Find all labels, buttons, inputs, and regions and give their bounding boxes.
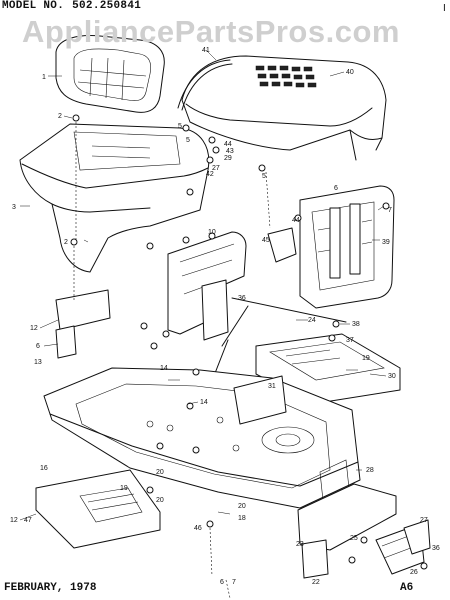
part-label-19: 19 [362, 355, 370, 362]
part-label-20c: 20 [238, 503, 246, 510]
part-label-5b: 5 [186, 137, 190, 144]
part-label-38: 38 [352, 321, 360, 328]
shield-plate-part [233, 375, 287, 425]
side-bracket-part [55, 289, 111, 359]
part-label-39: 39 [382, 239, 390, 246]
part-label-44a: 44 [224, 141, 232, 148]
part-label-36b: 36 [432, 545, 440, 552]
steering-pedestal-part [167, 227, 297, 341]
part-label-13: 13 [34, 359, 42, 366]
part-label-30: 30 [388, 373, 396, 380]
part-label-14b: 14 [200, 399, 208, 406]
part-label-31: 31 [268, 383, 276, 390]
fastener-hardware [70, 114, 428, 570]
part-label-29: 29 [224, 155, 232, 162]
part-label-7: 7 [388, 207, 392, 214]
part-label-36: 36 [238, 295, 246, 302]
footer-date: FEBRUARY, 1978 [4, 582, 97, 594]
front-axle-bracket-part [297, 483, 431, 579]
part-label-24: 24 [308, 317, 316, 324]
footer-page-code: A6 [400, 582, 414, 594]
part-label-20a: 20 [156, 469, 164, 476]
part-label-28: 28 [366, 467, 374, 474]
part-label-5a: 5 [178, 123, 182, 130]
part-label-42: 42 [206, 171, 214, 178]
part-label-7b: 7 [232, 579, 236, 586]
part-label-46: 46 [194, 525, 202, 532]
hood-trim-strip [177, 59, 233, 111]
dash-panel-part [299, 185, 395, 309]
leader-lines [19, 49, 387, 521]
hood-part [181, 55, 387, 161]
part-label-27b: 27 [420, 517, 428, 524]
part-label-14a: 14 [160, 365, 168, 372]
part-label-10: 10 [208, 229, 216, 236]
part-label-6a: 6 [334, 185, 338, 192]
part-label-26: 26 [410, 569, 418, 576]
part-number-labels: 1 2 41 40 5 5 44 43 29 27 42 5 6 7 3 44 … [10, 47, 440, 586]
part-label-37: 37 [346, 337, 354, 344]
part-label-1: 1 [42, 74, 46, 81]
part-label-3: 3 [12, 204, 16, 211]
part-label-27a: 27 [212, 165, 220, 172]
part-label-23: 23 [296, 541, 304, 548]
part-label-6b: 6 [36, 343, 40, 350]
fender-part [19, 123, 210, 273]
part-label-16: 16 [40, 465, 48, 472]
part-label-12: 12 [30, 325, 38, 332]
part-label-44b: 44 [292, 217, 300, 224]
part-label-43: 43 [226, 148, 234, 155]
model-number: 502.250841 [72, 0, 142, 12]
watermark: AppliancePartsPros.com [22, 14, 400, 49]
part-label-6c: 6 [220, 579, 224, 586]
hood-grille-vents [255, 65, 317, 88]
part-label-20b: 20 [156, 497, 164, 504]
part-label-12b: 12 [10, 517, 18, 524]
part-label-2b: 2 [64, 239, 68, 246]
part-label-22: 22 [312, 579, 320, 586]
corner-mark: I [443, 3, 446, 14]
part-label-19b: 19 [120, 485, 128, 492]
part-label-41: 41 [202, 47, 210, 54]
part-label-45: 45 [262, 237, 270, 244]
alignment-lines [73, 122, 271, 599]
linkage-rod-part [231, 297, 347, 323]
model-label: MODEL NO. [2, 0, 65, 12]
part-label-2: 2 [58, 113, 62, 120]
part-label-25: 25 [350, 535, 358, 542]
part-label-18: 18 [238, 515, 246, 522]
seat-part [55, 35, 165, 113]
model-number-header: MODEL NO. 502.250841 [2, 0, 141, 12]
part-label-5c: 5 [262, 173, 266, 180]
part-label-40: 40 [346, 69, 354, 76]
part-label-47: 47 [24, 517, 32, 524]
footrest-part [35, 469, 161, 549]
